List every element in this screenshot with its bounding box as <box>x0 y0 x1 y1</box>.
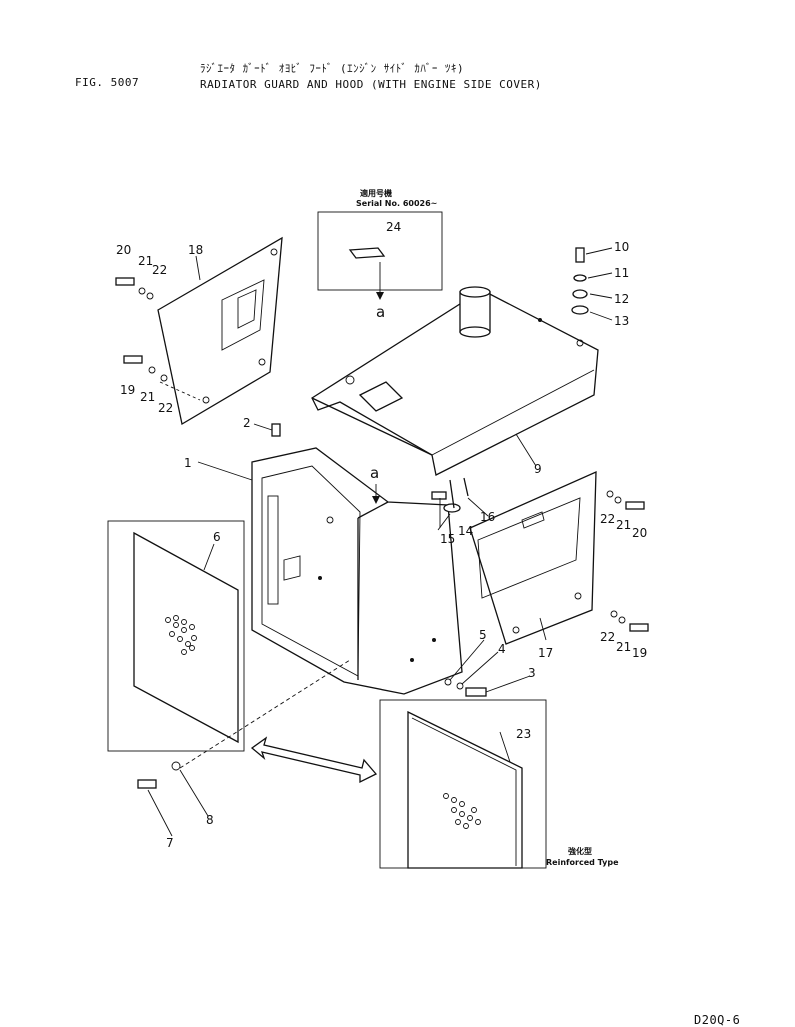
callout-19-right: 19 <box>632 646 648 660</box>
callout-4: 4 <box>498 642 506 656</box>
front-grille <box>107 520 245 752</box>
callout-a: a <box>370 464 380 482</box>
right-side-cover <box>469 470 597 645</box>
callout-14: 14 <box>458 524 474 538</box>
grille-holes <box>165 615 197 655</box>
callout-24: 24 <box>386 220 402 234</box>
leader-lines <box>147 247 613 837</box>
callout-12: 12 <box>614 292 630 306</box>
callout-18: 18 <box>188 243 204 257</box>
callout-3: 3 <box>528 666 536 680</box>
callout-19-left: 19 <box>120 383 136 397</box>
callout-11: 11 <box>614 266 630 280</box>
callout-22-c: 22 <box>600 512 616 526</box>
callout-6: 6 <box>213 530 221 544</box>
callout-a-inset: a <box>376 303 386 321</box>
callout-21-b: 21 <box>140 390 156 404</box>
interchange-arrow <box>250 736 378 784</box>
hood <box>311 286 599 476</box>
callout-7: 7 <box>166 836 174 850</box>
reinforced-grille-inset <box>379 699 547 869</box>
callout-23: 23 <box>516 727 532 741</box>
callout-20-right: 20 <box>632 526 648 540</box>
callout-5: 5 <box>479 628 487 642</box>
serial-jp-label: 適用号機 <box>360 189 392 198</box>
reinforced-grille-holes <box>443 793 481 829</box>
callout-17: 17 <box>538 646 554 660</box>
callout-15: 15 <box>440 532 456 546</box>
drawing-code: D20Q-6 <box>694 1013 741 1027</box>
callout-8: 8 <box>206 813 214 827</box>
callout-13: 13 <box>614 314 630 328</box>
callout-22-d: 22 <box>600 630 616 644</box>
callout-20-left: 20 <box>116 243 132 257</box>
callout-1: 1 <box>184 456 192 470</box>
callout-2: 2 <box>243 416 251 430</box>
reinforced-jp-label: 強化型 <box>568 847 592 856</box>
left-side-cover <box>157 236 283 426</box>
callout-22-b: 22 <box>158 401 174 415</box>
radiator-guard <box>251 447 463 695</box>
title-english: RADIATOR GUARD AND HOOD (WITH ENGINE SID… <box>200 78 542 91</box>
title-japanese: ﾗｼﾞｴｰﾀ ｶﾞｰﾄﾞ ｵﾖﾋﾞ ﾌｰﾄﾞ (ｴﾝｼﾞﾝ ｻｲﾄﾞ ｶﾊﾞｰ … <box>200 62 465 75</box>
callout-21-d: 21 <box>616 640 632 654</box>
reinforced-type-label: Reinforced Type <box>546 858 619 867</box>
callout-21-a: 21 <box>138 254 154 268</box>
serial-number-label: Serial No. 60026~ <box>356 199 438 208</box>
callout-9: 9 <box>534 462 542 476</box>
callout-16: 16 <box>480 510 496 524</box>
callout-21-c: 21 <box>616 518 632 532</box>
callout-10: 10 <box>614 240 630 254</box>
figure-number: FIG. 5007 <box>75 76 140 89</box>
callout-22-a: 22 <box>152 263 168 277</box>
serial-inset <box>317 211 443 300</box>
